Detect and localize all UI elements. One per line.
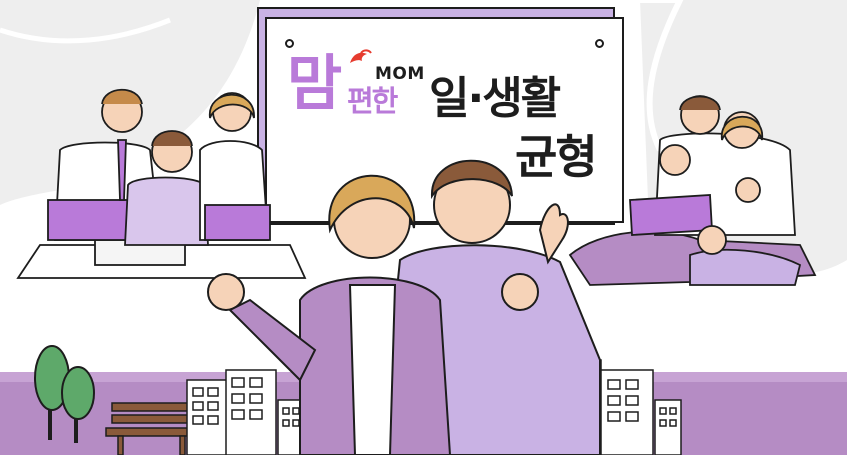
tree-icon [34,345,95,443]
logo-mom-text: MOM [375,64,425,84]
logo-pyeon-text: 편한 [347,84,398,118]
couple-illustration [207,159,601,455]
title-line2: 균형 [515,130,598,184]
logo-ma-text: 맘 [287,49,342,119]
sign-pin-left-icon [285,39,294,48]
family-illustration [568,95,817,286]
title-line1: 일·생활 [429,73,561,124]
office-team-illustration [16,88,307,279]
red-bird-icon [350,49,372,63]
sign-pin-right-icon [595,39,604,48]
